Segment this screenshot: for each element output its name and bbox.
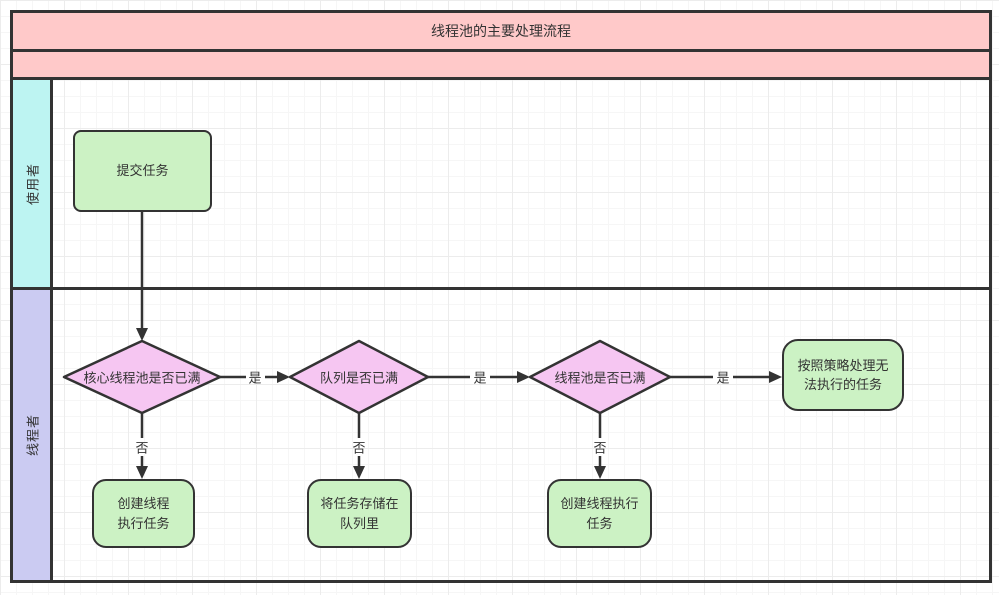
node-create-thread-2-text: 创建线程执行任务	[560, 496, 639, 531]
edge-label-yes-2: 是	[473, 370, 487, 386]
arrow-submit-to-core	[136, 212, 148, 341]
diagram-subtitle-bar	[13, 52, 989, 80]
lane-thread-label: 线程者	[13, 290, 53, 580]
arrow-pool-no	[594, 413, 606, 479]
node-store-in-queue-text: 将任务存储在队列里	[320, 496, 399, 531]
edge-label-no-2: 否	[352, 440, 366, 456]
node-submit-task-text: 提交任务	[116, 163, 169, 179]
lane-user-label: 使用者	[13, 80, 53, 287]
arrow-core-no	[136, 413, 148, 479]
diamond-pool-full-text: 线程池是否已满	[554, 370, 646, 386]
node-store-in-queue: 将任务存储在队列里	[307, 479, 412, 548]
diamond-core-pool-full-text: 核心线程池是否已满	[83, 370, 201, 386]
diamond-pool-full	[528, 339, 672, 415]
arrow-queue-yes	[428, 371, 530, 383]
diamond-queue-full-text: 队列是否已满	[319, 370, 399, 386]
diamond-queue-full	[288, 339, 430, 415]
arrow-queue-no	[353, 413, 365, 479]
node-submit-task: 提交任务	[73, 130, 212, 212]
node-create-thread-1: 创建线程执行任务	[92, 479, 195, 548]
edge-label-yes-1: 是	[248, 370, 262, 386]
node-create-thread-2: 创建线程执行任务	[547, 479, 652, 548]
diagram-title-bar: 线程池的主要处理流程	[13, 13, 989, 52]
diamond-core-pool-full	[62, 339, 222, 415]
lane-thread: 线程者	[13, 290, 989, 580]
pool-diagram-frame: 线程池的主要处理流程 使用者 线程者	[10, 10, 992, 583]
node-policy-handle: 按照策略处理无法执行的任务	[782, 339, 904, 411]
lane-user: 使用者	[13, 80, 989, 290]
node-create-thread-1-text: 创建线程执行任务	[117, 496, 170, 531]
edge-label-no-3: 否	[593, 440, 607, 456]
edge-label-yes-3: 是	[716, 370, 730, 386]
node-policy-handle-text: 按照策略处理无法执行的任务	[797, 357, 889, 393]
arrow-core-yes	[220, 371, 290, 383]
arrow-pool-yes	[670, 371, 782, 383]
diagram-title: 线程池的主要处理流程	[431, 23, 571, 39]
edge-label-no-1: 否	[135, 440, 149, 456]
